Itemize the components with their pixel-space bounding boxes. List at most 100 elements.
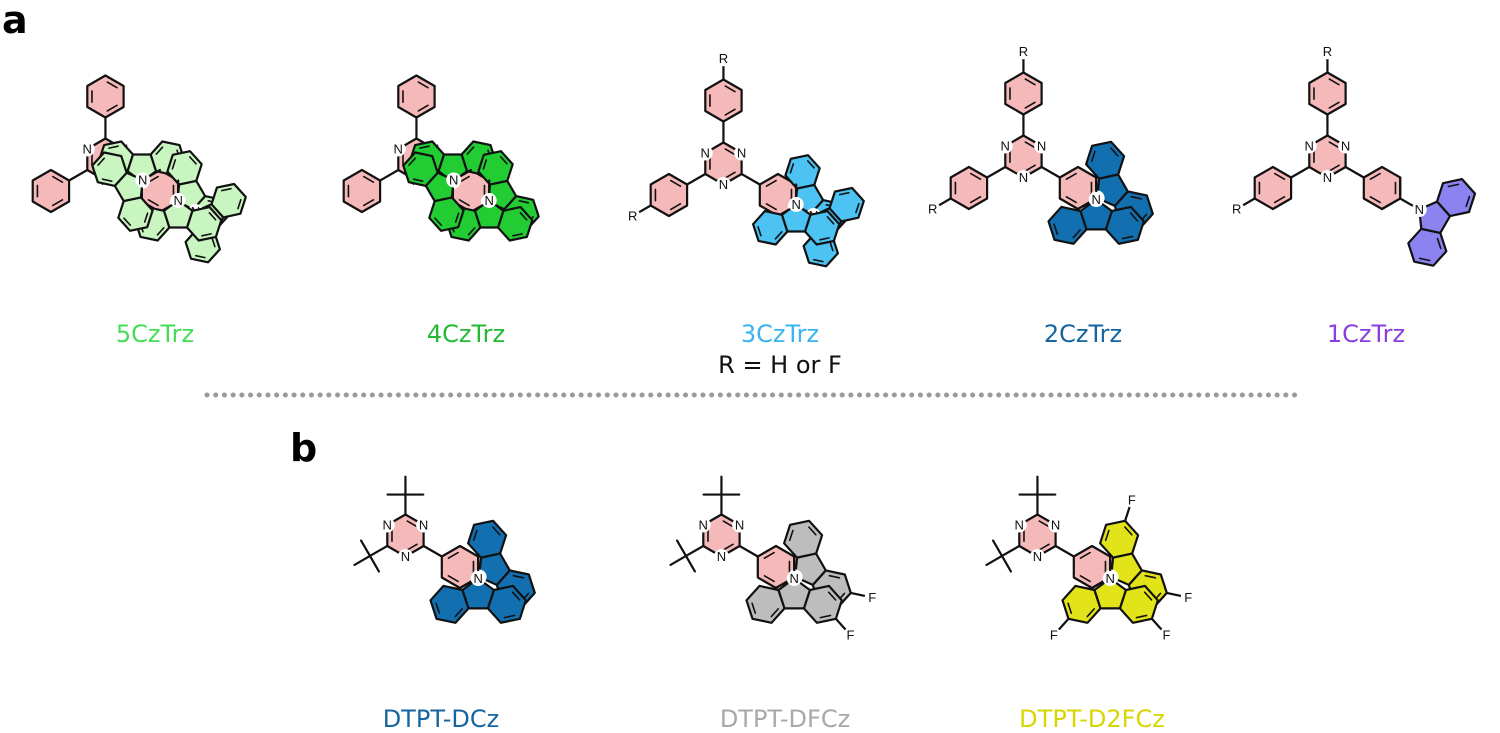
aryl-link-bond bbox=[1289, 165, 1311, 179]
nitrogen-label-mask bbox=[416, 517, 432, 533]
carbazole-pyrrole-ring bbox=[793, 552, 827, 587]
double-bond bbox=[195, 254, 206, 259]
double-bond bbox=[855, 202, 860, 214]
aryl-link-bond bbox=[67, 168, 89, 182]
nitrogen-label: N bbox=[1019, 170, 1028, 185]
r-group-label: R bbox=[1323, 44, 1332, 59]
nitrogen-label-mask bbox=[697, 145, 713, 161]
double-bond bbox=[1369, 196, 1381, 204]
r-group-note: R = H or F bbox=[718, 351, 842, 379]
r-group-label-mask bbox=[1015, 44, 1031, 60]
nitrogen-label-mask bbox=[390, 141, 406, 157]
nitrogen-label-mask bbox=[713, 549, 729, 564]
double-bond bbox=[492, 526, 501, 536]
double-bond bbox=[362, 199, 375, 207]
carbazole-nitrogen-label-mask bbox=[786, 571, 802, 587]
nitrogen-label-mask bbox=[379, 517, 395, 533]
double-bond bbox=[806, 160, 815, 169]
carbazole-pyrrole-ring bbox=[478, 552, 511, 587]
double-bond bbox=[788, 529, 794, 542]
double-bond bbox=[447, 575, 459, 583]
carbazole-pyrrole-ring bbox=[1095, 173, 1129, 207]
nitrogen-label: N bbox=[699, 518, 708, 533]
double-bond bbox=[362, 175, 375, 183]
r-group-label: R bbox=[628, 208, 637, 223]
double-bond bbox=[1447, 183, 1460, 188]
carbazole-pyrrole-ring bbox=[780, 203, 812, 233]
fluorine-label-mask bbox=[864, 589, 880, 605]
core-triazine-bond bbox=[422, 544, 443, 558]
double-bond bbox=[108, 145, 119, 149]
double-bond bbox=[499, 156, 508, 165]
nitrogen-label-mask bbox=[1319, 170, 1335, 185]
double-bond bbox=[1038, 520, 1050, 528]
nitrogen-label-mask bbox=[1011, 517, 1027, 533]
double-bond bbox=[1024, 164, 1036, 172]
carbazole-nitrogen-label: N bbox=[1415, 202, 1424, 217]
double-bond bbox=[669, 203, 682, 211]
carbazole-nitrogen-label: N bbox=[173, 193, 182, 208]
carbazole-nitrogen-label-mask bbox=[1088, 192, 1104, 208]
fluorine-label-mask bbox=[1159, 627, 1175, 643]
label-2CzTrz: 2CzTrz bbox=[1044, 320, 1122, 348]
double-bond bbox=[765, 203, 777, 211]
double-bond bbox=[724, 85, 736, 93]
label-3CzTrz: 3CzTrz bbox=[741, 320, 819, 348]
aryl-link-bond bbox=[378, 168, 400, 182]
double-bond bbox=[147, 199, 159, 207]
methyl-bond bbox=[669, 554, 688, 567]
double-bond bbox=[1079, 551, 1091, 559]
nitrogen-label: N bbox=[419, 518, 428, 533]
double-bond bbox=[1143, 591, 1153, 601]
double-bond bbox=[1369, 172, 1381, 180]
core-triazine-bond bbox=[1344, 165, 1365, 179]
double-bond bbox=[512, 233, 523, 237]
methyl-bond bbox=[353, 554, 372, 567]
double-bond bbox=[1124, 526, 1133, 536]
double-bond bbox=[774, 231, 783, 240]
molecule-drawings: NNNNNNNNNNNNNNNNNNRRNNNNNNRRNNNNNRRNNNNN… bbox=[31, 44, 1477, 643]
double-bond bbox=[765, 179, 777, 187]
double-bond bbox=[819, 614, 832, 619]
double-bond bbox=[1072, 229, 1082, 239]
double-bond bbox=[1024, 141, 1036, 149]
double-bond bbox=[1273, 172, 1286, 180]
double-bond bbox=[220, 187, 232, 192]
double-bond bbox=[417, 104, 429, 112]
double-bond bbox=[1328, 78, 1340, 86]
carbazole-nitrogen-label-mask bbox=[788, 196, 804, 212]
carbazole-pyrrole-ring bbox=[1418, 200, 1452, 234]
double-bond bbox=[1328, 164, 1340, 172]
panel-letter-a: a bbox=[2, 0, 28, 42]
carbazole-nitrogen-label: N bbox=[484, 193, 493, 208]
nitrogen-label: N bbox=[394, 142, 403, 157]
carbazole-nitrogen-label: N bbox=[449, 172, 458, 187]
carbazole-pyrrole-ring bbox=[777, 577, 812, 610]
r-group-label-mask bbox=[1319, 44, 1335, 60]
fluorine-label-mask bbox=[1046, 627, 1062, 643]
double-bond bbox=[1129, 212, 1139, 222]
nitrogen-label: N bbox=[1001, 139, 1010, 154]
carbazole-nitrogen-label-mask bbox=[481, 192, 497, 208]
label-DTPT-DCz: DTPT-DCz bbox=[383, 705, 500, 733]
fluorine-label: F bbox=[1050, 628, 1058, 643]
core-triazine-bond bbox=[738, 544, 759, 558]
carbazole-nitrogen-label-mask bbox=[470, 571, 486, 587]
double-bond bbox=[155, 146, 164, 155]
double-bond bbox=[808, 526, 817, 536]
label-5CzTrz: 5CzTrz bbox=[116, 320, 194, 348]
nitrogen-label-mask bbox=[1338, 138, 1354, 154]
double-bond bbox=[417, 81, 429, 89]
double-bond bbox=[1328, 101, 1340, 109]
methyl-bond bbox=[991, 539, 1004, 558]
nitrogen-label: N bbox=[1323, 170, 1332, 185]
double-bond bbox=[724, 171, 736, 179]
double-bond bbox=[1024, 101, 1036, 109]
nitrogen-label-mask bbox=[732, 517, 748, 533]
methyl-bond bbox=[368, 554, 381, 573]
nitrogen-label-mask bbox=[1029, 549, 1045, 564]
double-bond bbox=[969, 196, 982, 204]
